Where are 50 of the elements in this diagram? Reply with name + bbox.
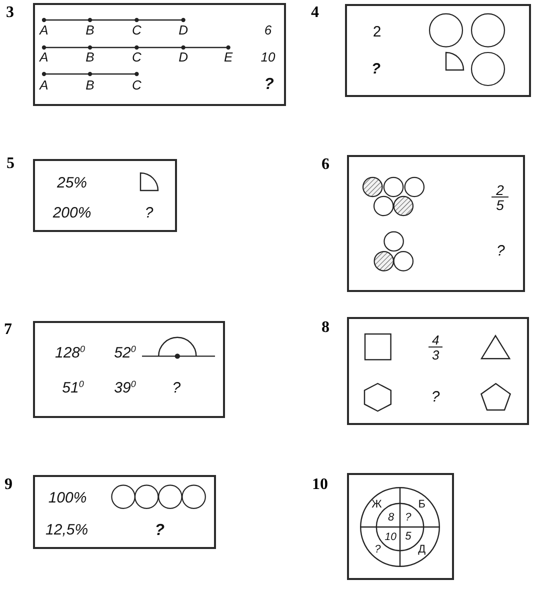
panel-number: 8: [322, 320, 330, 336]
angle-label: 128$^{0}$: [54, 345, 86, 360]
angle-label: 51$^{0}$: [62, 380, 84, 396]
value-label: 2: [372, 24, 382, 40]
point-label: B: [86, 50, 94, 64]
number-label: 5: [405, 532, 412, 543]
percent-label: 100%: [48, 490, 87, 505]
question-mark: ?: [431, 390, 440, 405]
panel-number: 3: [6, 5, 14, 21]
panel-number: 9: [4, 477, 12, 493]
value-label: 10: [260, 50, 276, 64]
question-mark: ?: [264, 77, 274, 93]
percent-label: 25%: [56, 175, 88, 190]
number-label: 8: [388, 512, 394, 524]
question-mark: ?: [154, 522, 164, 539]
number-label: 10: [384, 532, 396, 543]
percent-label: 12,5%: [46, 522, 88, 538]
point-label: E: [224, 50, 233, 64]
fraction-denominator: 5: [496, 198, 504, 212]
panel-number: 7: [4, 322, 12, 338]
point-label: C: [132, 50, 142, 64]
panel-number: 4: [311, 5, 319, 21]
point-label: C: [132, 78, 142, 92]
question-mark: ?: [496, 244, 505, 259]
panel-number: 10: [312, 477, 328, 493]
fraction-numerator: 4: [432, 333, 440, 346]
letter-label: Ж: [372, 500, 382, 510]
point-label: D: [178, 50, 188, 64]
question-mark: ?: [405, 512, 412, 524]
point-label: A: [40, 78, 48, 92]
point-label: A: [40, 50, 48, 64]
panel-number: 5: [6, 156, 14, 172]
point-label: B: [86, 78, 94, 92]
angle-label: 52$^{0}$: [114, 345, 136, 360]
letter-label: Д: [418, 544, 426, 556]
point-label: A: [40, 24, 48, 36]
value-label: 6: [264, 24, 272, 36]
angle-label: 39$^{0}$: [114, 380, 136, 396]
letter-label: Б: [418, 500, 426, 510]
fraction-numerator: 2: [496, 182, 504, 196]
question-mark: ?: [371, 62, 381, 76]
point-label: D: [178, 24, 188, 36]
point-label: C: [132, 24, 142, 36]
panel-number: 6: [322, 156, 330, 172]
point-label: B: [86, 24, 94, 36]
question-mark: ?: [172, 380, 181, 396]
percent-label: 200%: [52, 205, 92, 220]
fraction-denominator: 3: [432, 348, 440, 361]
question-mark: ?: [374, 544, 381, 556]
question-mark: ?: [144, 205, 154, 220]
